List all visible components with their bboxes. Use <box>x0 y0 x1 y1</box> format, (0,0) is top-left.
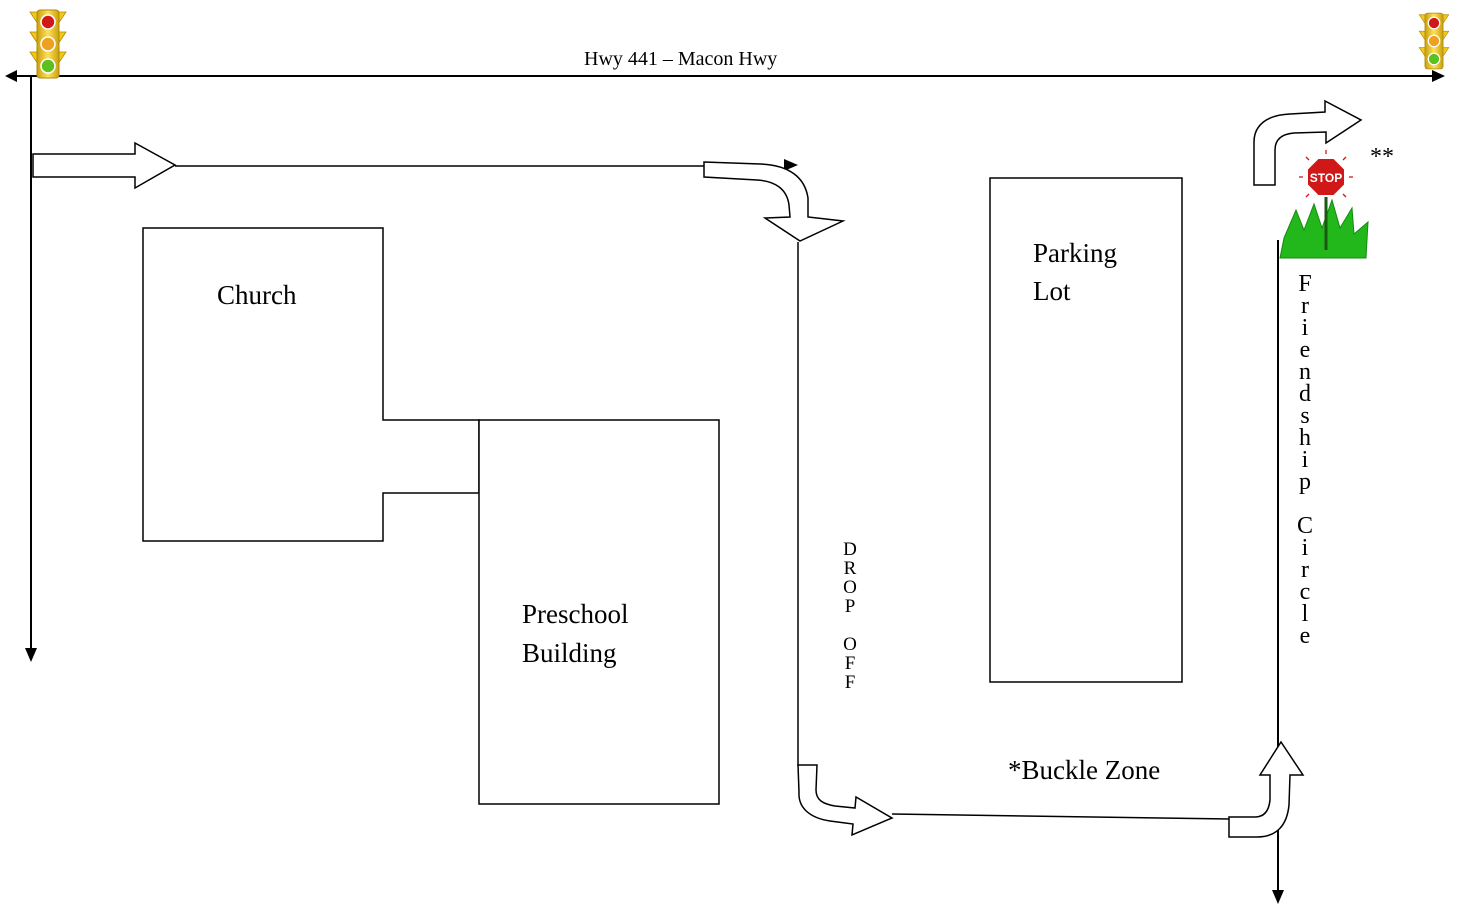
left-road-line <box>25 76 37 662</box>
drop-off-letter: F <box>844 672 856 693</box>
friendship-letter: r <box>1301 293 1309 319</box>
friendship-letter: c <box>1299 579 1311 605</box>
drop-off-label: D R O P O F F <box>840 540 860 692</box>
traffic-light-icon <box>29 9 67 79</box>
turn-down-arrow <box>703 161 846 242</box>
top-driveway-line <box>175 159 798 171</box>
drop-off-letter: O <box>843 577 857 598</box>
friendship-letter: r <box>1301 557 1309 583</box>
parking-lot <box>989 177 1183 683</box>
friendship-letter: i <box>1301 535 1309 561</box>
stop-sign-text: STOP <box>1310 171 1342 185</box>
drop-off-letter: O <box>843 634 857 655</box>
friendship-letter: e <box>1299 623 1311 649</box>
friendship-circle-label: F r i e n d s h i p C i r c l e <box>1295 271 1315 649</box>
parking-label-line2: Lot <box>1033 276 1071 306</box>
friendship-letter: e <box>1299 337 1311 363</box>
parking-label-line1: Parking <box>1033 238 1117 268</box>
friendship-letter: h <box>1299 425 1311 451</box>
stop-sign-icon: STOP <box>1279 150 1369 259</box>
friendship-letter: n <box>1299 359 1311 385</box>
friendship-letter: l <box>1301 601 1309 627</box>
drop-off-letter: P <box>844 596 856 617</box>
buckle-zone-label: *Buckle Zone <box>1008 755 1161 785</box>
church-building <box>142 227 480 542</box>
turn-right-arrow <box>797 764 894 837</box>
friendship-letter <box>1302 493 1308 515</box>
highway-line <box>5 70 1445 82</box>
drop-off-letter: R <box>843 558 857 579</box>
preschool-label-line2: Building <box>522 638 617 668</box>
friendship-letter: F <box>1298 271 1312 297</box>
friendship-letter: i <box>1301 315 1309 341</box>
friendship-letter: s <box>1300 403 1310 429</box>
drop-off-letter <box>848 616 853 635</box>
friendship-letter: p <box>1299 469 1311 495</box>
turn-up-arrow <box>1228 740 1305 838</box>
drop-off-letter: D <box>843 539 857 560</box>
friendship-letter: d <box>1299 381 1311 407</box>
traffic-light-icon <box>1418 12 1450 70</box>
bottom-driveway-line <box>891 813 1231 820</box>
friendship-letter: C <box>1296 513 1313 539</box>
preschool-label-line1: Preschool <box>522 599 629 629</box>
church-label: Church <box>217 280 297 310</box>
highway-label: Hwy 441 – Macon Hwy <box>584 48 778 70</box>
exit-arrow <box>1253 99 1363 186</box>
stop-note-label: ** <box>1370 144 1394 170</box>
friendship-letter: i <box>1301 447 1309 473</box>
entrance-arrow <box>32 141 177 190</box>
preschool-building <box>478 419 720 805</box>
drop-off-letter: F <box>844 653 856 674</box>
